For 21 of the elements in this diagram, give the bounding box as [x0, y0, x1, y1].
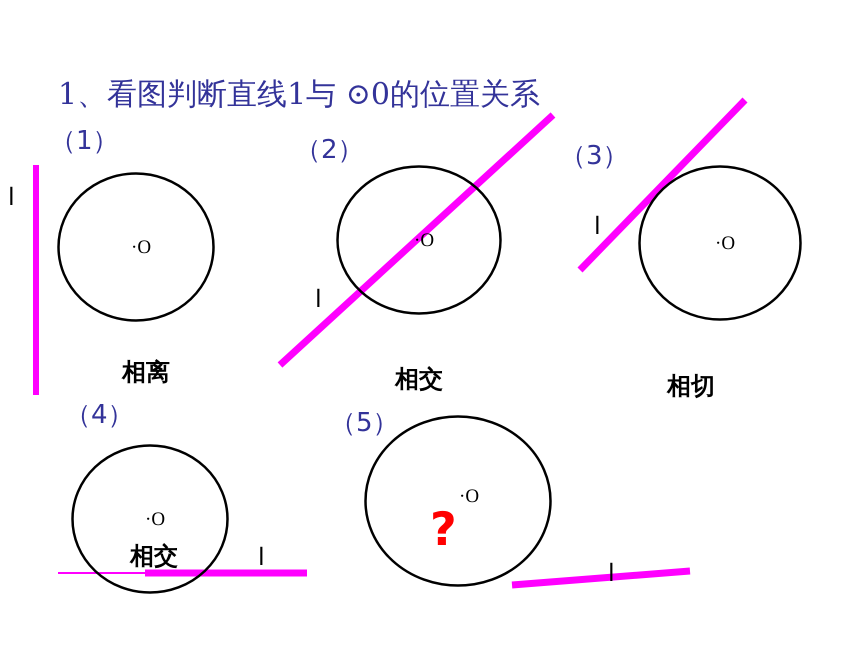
- answer-label: 相离: [122, 360, 170, 384]
- part-number: （1）: [50, 128, 119, 154]
- center-label: ·O: [414, 231, 434, 250]
- answer-label: 相交: [130, 544, 178, 568]
- part-number: （4）: [65, 402, 134, 428]
- answer-label: 相交: [395, 367, 443, 391]
- center-label: ·O: [131, 238, 152, 257]
- part-number: （5）: [330, 410, 399, 436]
- center-label: ·O: [145, 510, 166, 529]
- answer-label: 相切: [667, 374, 715, 398]
- line-label: l: [608, 561, 615, 585]
- center-label: ·O: [715, 234, 736, 253]
- line-label: l: [315, 287, 322, 311]
- line-label: l: [258, 545, 265, 569]
- question-mark: ?: [430, 506, 457, 552]
- part-number: （2）: [295, 137, 364, 163]
- part-number: （3）: [560, 143, 629, 169]
- center-label: ·O: [459, 487, 480, 506]
- line-label: l: [8, 185, 15, 209]
- title: 1、看图判断直线1与 ⊙0的位置关系: [58, 80, 540, 110]
- line-label: l: [594, 214, 601, 238]
